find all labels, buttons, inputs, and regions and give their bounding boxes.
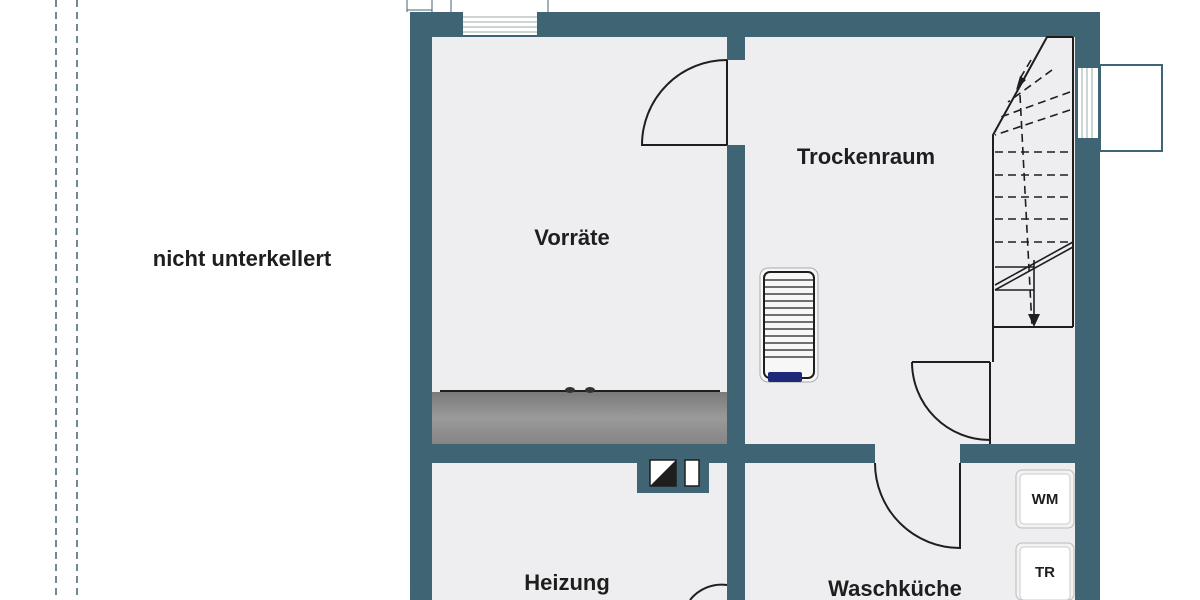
staircase: [992, 36, 1074, 362]
room-label-laundry: Waschküche: [828, 576, 962, 600]
washing-machine-label: WM: [1032, 491, 1059, 508]
chimney: [637, 455, 709, 493]
room-label-heating: Heizung: [524, 570, 610, 595]
dryer[interactable]: [1015, 542, 1075, 600]
room-label-drying-room: Trockenraum: [797, 144, 935, 169]
door-stair: [911, 361, 991, 444]
storage-shelf: [432, 387, 727, 444]
door-storage-drying: [640, 59, 745, 146]
top-left-window: [406, 0, 549, 12]
room-label-unexcavated: nicht unterkellert: [153, 246, 332, 271]
top-window: [463, 12, 537, 35]
drying-rack: [759, 267, 819, 383]
dryer-label: TR: [1035, 564, 1055, 581]
door-laundry: [874, 444, 961, 550]
door-heating: [689, 583, 728, 600]
unexcavated-area-outline: [55, 0, 78, 600]
side-watermark: OLL: [413, 582, 422, 598]
room-floors: [432, 37, 1075, 600]
room-label-storage: Vorräte: [534, 225, 609, 250]
washing-machine[interactable]: [1015, 469, 1075, 529]
right-window: [1078, 64, 1163, 152]
